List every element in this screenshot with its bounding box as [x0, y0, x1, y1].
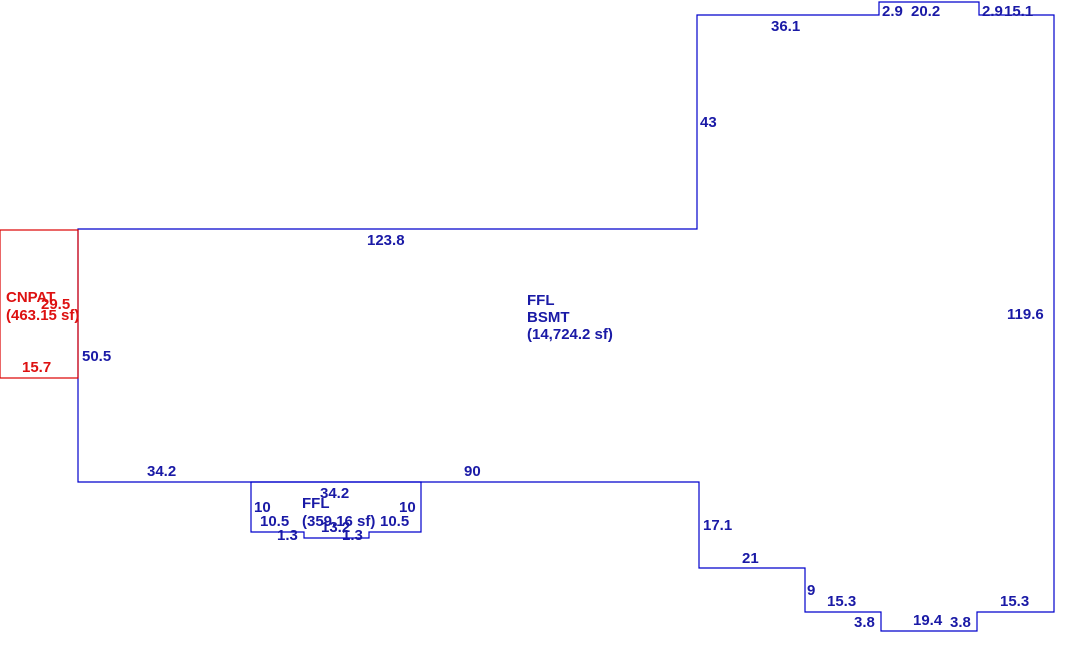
dim-main-upper-left-vertical: 43	[700, 114, 717, 131]
annex-area-outline	[0, 229, 79, 379]
small-dimension-labels: 34.2 10 10 10.5 10.5 13.2 1.3 1.3	[254, 485, 416, 544]
main-area-level: BSMT	[527, 309, 570, 326]
dim-small-inner-right: 10.5	[380, 513, 409, 530]
annex-area-size: (463.15 sf)	[6, 307, 79, 324]
main-area-size: (14,724.2 sf)	[527, 326, 613, 343]
dim-small-top: 34.2	[320, 485, 349, 502]
dim-main-step-horizontal-1: 21	[742, 550, 759, 567]
dim-main-bottom-middle: 90	[464, 463, 481, 480]
dim-main-bottom-notch-right: 3.8	[950, 614, 971, 631]
dim-main-top-far-right: 15.1	[1004, 3, 1033, 20]
dim-small-step-right: 1.3	[342, 527, 363, 544]
dim-main-top-right: 36.1	[771, 18, 800, 35]
small-area-name: FFL	[302, 495, 330, 512]
dim-main-step-vertical-1: 17.1	[703, 517, 732, 534]
dim-main-right-side: 119.6	[1007, 306, 1044, 323]
small-area-label: FFL (359.16 sf)	[302, 495, 375, 530]
dim-main-left-side: 50.5	[82, 348, 111, 365]
main-area-name: FFL	[527, 292, 555, 309]
annex-area-label: CNPAT (463.15 sf) 29.5 15.7	[6, 289, 79, 376]
small-area-outline	[250, 481, 422, 539]
small-area-size: (359.16 sf)	[302, 513, 375, 530]
annex-area-name: CNPAT	[6, 289, 55, 306]
main-area-outline	[77, 1, 1055, 632]
dim-small-inner-left: 10.5	[260, 513, 289, 530]
dim-main-step-horizontal-2: 15.3	[827, 593, 856, 610]
dim-small-step-left: 1.3	[277, 527, 298, 544]
dim-main-bottom-notch-left: 3.8	[854, 614, 875, 631]
dim-main-notch-right: 2.9	[982, 3, 1003, 20]
main-area-label: FFL BSMT (14,724.2 sf)	[527, 292, 613, 343]
dim-main-bottom-right: 15.3	[1000, 593, 1029, 610]
dim-main-notch-left: 2.9	[882, 3, 903, 20]
dim-small-right: 10	[399, 499, 416, 516]
dim-main-top-left: 123.8	[367, 232, 405, 249]
dim-small-left: 10	[254, 499, 271, 516]
dim-main-step-vertical-2: 9	[807, 582, 815, 599]
main-dimension-labels: 36.1 2.9 20.2 2.9 15.1 43 123.8 119.6 50…	[82, 3, 1044, 631]
dim-annex-right: 29.5	[41, 296, 70, 313]
dim-main-bottom-left: 34.2	[147, 463, 176, 480]
dim-small-bottom-center: 13.2	[321, 519, 350, 536]
dim-annex-bottom: 15.7	[22, 359, 51, 376]
dim-main-bottom-notch: 19.4	[913, 612, 943, 629]
dim-main-notch-top: 20.2	[911, 3, 940, 20]
